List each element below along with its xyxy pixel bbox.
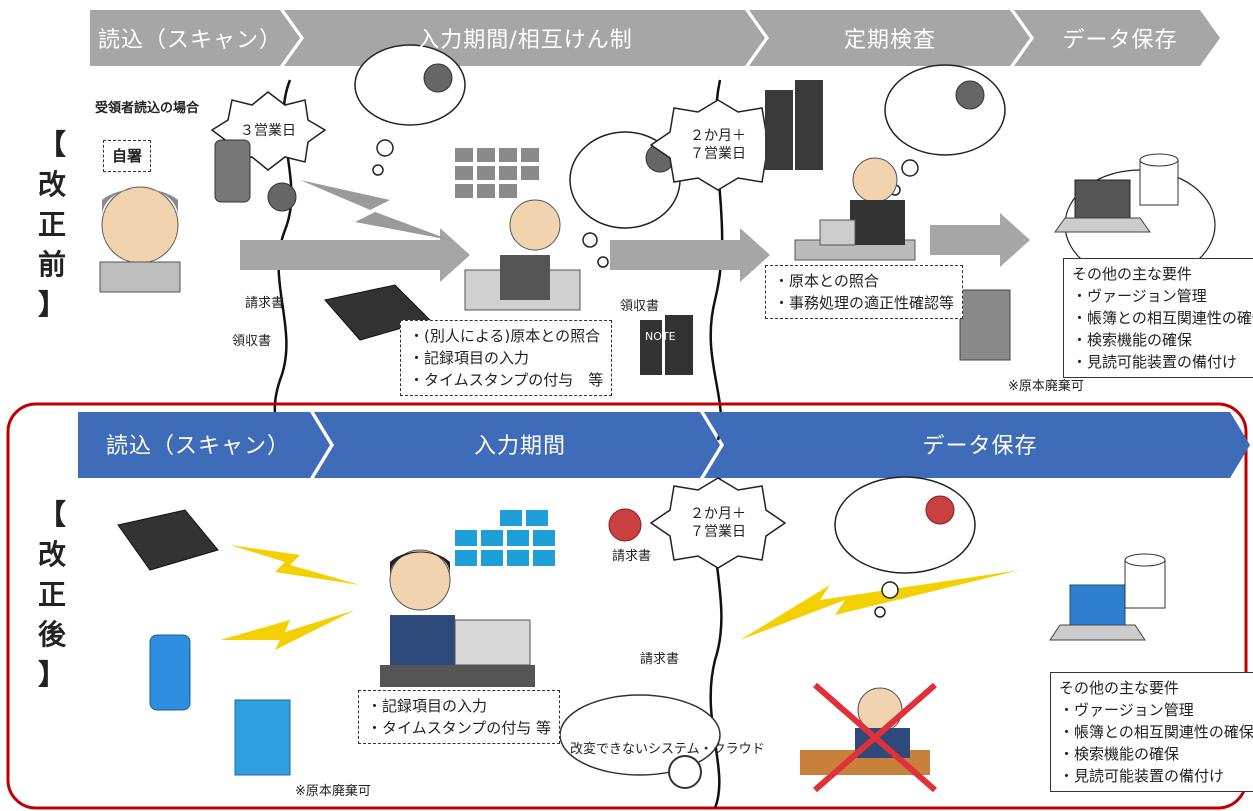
person-recipient-icon bbox=[99, 186, 181, 293]
cloud-system-caption: 改変できないシステム・クラウド bbox=[570, 742, 765, 757]
bottom-process-bar bbox=[78, 412, 1250, 478]
deadline-badge-2months-bottom bbox=[649, 477, 787, 569]
doc-receipt-top-2: 領収書 bbox=[620, 299, 660, 314]
phone-top bbox=[214, 139, 251, 203]
storage-top bbox=[1054, 153, 1179, 233]
before-requirements-box: その他の主な要件・ヴァージョン管理・帳簿との相互関連性の確保・検索機能の確保・見… bbox=[1063, 258, 1253, 378]
binders-top bbox=[765, 80, 823, 170]
inspector-top bbox=[794, 157, 916, 261]
doc-invoice-top-1: 請求書 bbox=[245, 296, 285, 311]
bottom-step-input: 入力期間 bbox=[473, 434, 566, 459]
binders-mid bbox=[640, 315, 693, 375]
top-step-input: 入力期間/相互けん制 bbox=[417, 28, 633, 53]
before-inspection-box: ・原本との照合・事務処理の適正性確認等 bbox=[765, 265, 964, 319]
top-process-bar bbox=[90, 10, 1220, 66]
discard-note-top: ※原本廃棄可 bbox=[1008, 379, 1084, 394]
deadline-2months-bottom-text: ２か月＋７営業日 bbox=[690, 506, 746, 540]
lightning-bottom-2 bbox=[220, 610, 355, 650]
after-reform-frame bbox=[6, 402, 1248, 810]
lightning-top bbox=[300, 180, 450, 240]
scanner-bottom bbox=[117, 509, 219, 571]
deadline-badge-2months-top bbox=[649, 99, 787, 191]
seal-red-bottom bbox=[608, 508, 642, 542]
before-reform-label: 【改正前】 bbox=[37, 128, 66, 321]
worker-top bbox=[464, 199, 581, 311]
arrow-top-3 bbox=[930, 213, 1030, 267]
worker-bottom bbox=[380, 549, 535, 687]
storage-bottom bbox=[1049, 553, 1166, 641]
building-top bbox=[455, 148, 539, 198]
inspector-not-needed bbox=[800, 682, 937, 793]
discard-note-bottom: ※原本廃棄可 bbox=[295, 784, 371, 799]
cloud-top-3 bbox=[884, 64, 1006, 196]
top-step-storage: データ保存 bbox=[1062, 28, 1178, 53]
trash-bottom bbox=[234, 699, 291, 776]
recipient-caption: 受領者読込の場合 bbox=[95, 101, 200, 116]
seal-red-cloud bbox=[925, 495, 955, 525]
bottom-step-storage: データ保存 bbox=[922, 434, 1038, 459]
top-step-scan: 読込（スキャン） bbox=[97, 28, 282, 53]
after-requirements-box: その他の主な要件・ヴァージョン管理・帳簿との相互関連性の確保・検索機能の確保・見… bbox=[1050, 672, 1253, 792]
doc-receipt-top-1: 領収書 bbox=[232, 334, 272, 349]
doc-invoice-bottom-1: 請求書 bbox=[612, 549, 652, 564]
deadline-2months-top-text: ２か月＋７営業日 bbox=[690, 128, 746, 162]
building-bottom bbox=[455, 510, 555, 566]
before-input-box: ・(別人による)原本との照合・記録項目の入力・タイムスタンプの付与 等 bbox=[400, 320, 613, 396]
after-input-box: ・記録項目の入力・タイムスタンプの付与 等 bbox=[358, 690, 561, 744]
trash-top bbox=[959, 289, 1011, 361]
top-step-inspection: 定期検査 bbox=[843, 28, 936, 53]
doc-invoice-bottom-2: 請求書 bbox=[640, 652, 680, 667]
arrow-top-1 bbox=[240, 228, 470, 282]
bottom-step-scan: 読込（スキャン） bbox=[105, 434, 290, 459]
arrow-top-2 bbox=[610, 228, 770, 282]
deadline-3days-text: ３営業日 bbox=[240, 123, 296, 139]
notebook-label: NOTE bbox=[645, 330, 676, 343]
lightning-bottom-3 bbox=[740, 570, 1020, 640]
phone-bottom bbox=[149, 634, 191, 711]
lightning-bottom-1 bbox=[230, 545, 360, 585]
clock-icon bbox=[668, 755, 702, 789]
self-sign-label: 自署 bbox=[103, 140, 152, 172]
after-reform-label: 【改正後】 bbox=[37, 498, 66, 691]
